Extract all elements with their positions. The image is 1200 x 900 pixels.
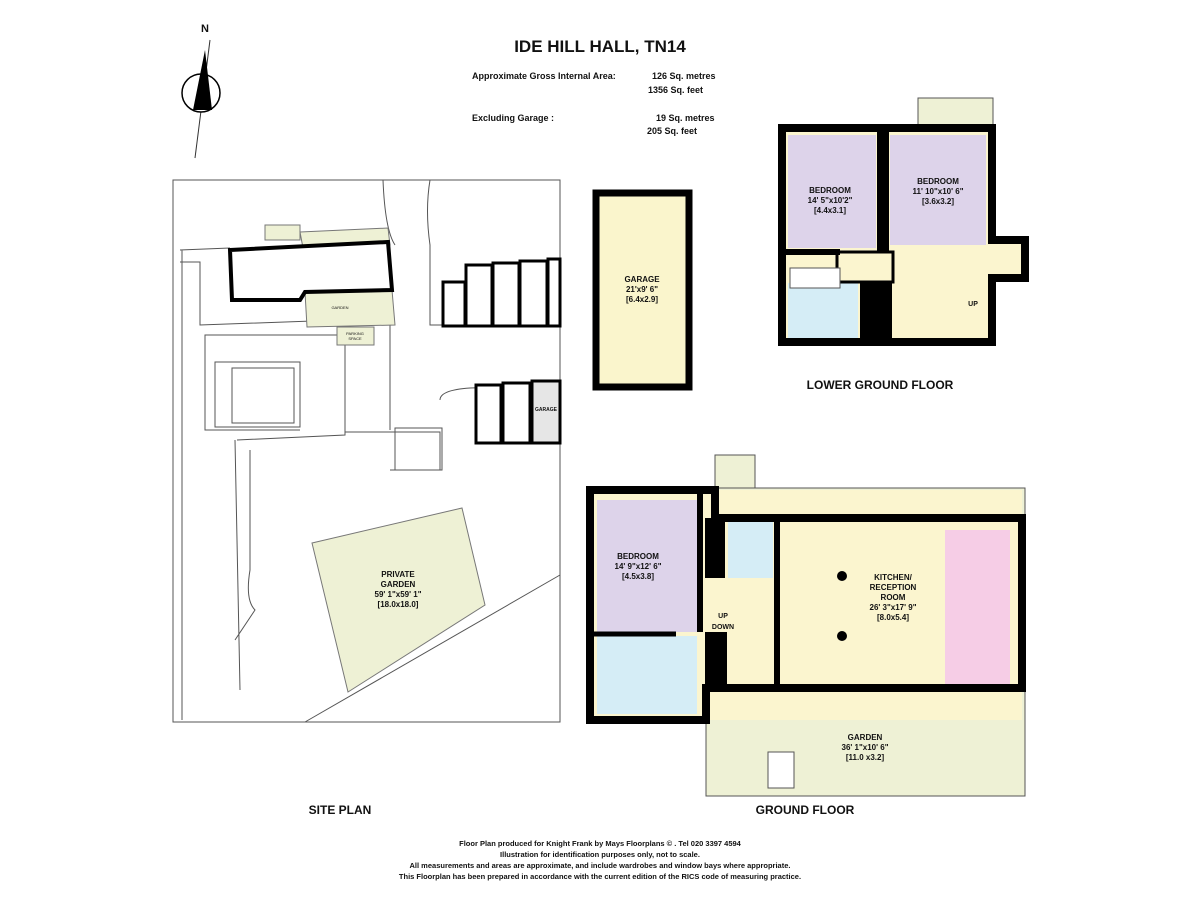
room-name: BEDROOM: [617, 552, 659, 561]
room-imperial: 14' 5"x10'2": [807, 196, 853, 205]
compass-north-label: N: [201, 23, 209, 35]
north-arrow-icon: [181, 39, 221, 159]
lg-stair-up-label: UP: [968, 301, 978, 308]
room-imperial: 11' 10"x10' 6": [912, 187, 964, 196]
garage-name: GARAGE: [624, 275, 660, 284]
g-stair-down-label: DOWN: [711, 624, 735, 631]
room-metric: [3.6x3.2]: [921, 197, 955, 206]
page-title: IDE HILL HALL, TN14: [514, 37, 686, 56]
lower-ground-floor-label: LOWER GROUND FLOOR: [806, 378, 954, 392]
excluding-metres: 19 Sq. metres: [656, 113, 715, 123]
footer-line: Illustration for identification purposes…: [500, 850, 700, 859]
footer-line: This Floorplan has been prepared in acco…: [398, 872, 802, 881]
room-metric: [11.0 x3.2]: [845, 753, 885, 762]
site-building-outline: [227, 239, 395, 302]
room-name: GARDEN: [847, 733, 883, 742]
garage-metric: [6.4x2.9]: [625, 295, 659, 304]
lg-bedroom-1-label: BEDROOM 14' 5"x10'2" [4.4x3.1]: [808, 186, 853, 216]
site-garden-label: GARDEN: [331, 305, 349, 310]
site-plan-label: SITE PLAN: [308, 803, 372, 817]
footer-disclaimer: Floor Plan produced for Knight Frank by …: [0, 838, 1200, 882]
site-garages: [441, 257, 562, 445]
room-imperial: 26' 3"x17' 9": [869, 603, 917, 612]
room-metric: [4.4x3.1]: [813, 206, 847, 215]
garage-room-label: GARAGE 21'x9' 6" [6.4x2.9]: [624, 275, 659, 305]
garage-imperial: 21'x9' 6": [625, 285, 659, 294]
ground-floor-label: GROUND FLOOR: [755, 803, 855, 817]
excluding-feet: 205 Sq. feet: [647, 126, 698, 136]
g-stair-up-label: UP: [718, 613, 728, 620]
gross-area-feet: 1356 Sq. feet: [648, 85, 704, 95]
room-imperial: 36' 1"x10' 6": [841, 743, 889, 752]
private-garden-area: [311, 507, 486, 693]
ground-floor-plan: [586, 454, 1026, 797]
gross-area-metres: 126 Sq. metres: [652, 71, 716, 81]
room-name: BEDROOM: [809, 186, 851, 195]
g-garden-label: GARDEN 36' 1"x10' 6" [11.0 x3.2]: [842, 733, 889, 763]
private-garden-label: PRIVATE GARDEN 59' 1"x59' 1" [18.0x18.0]: [375, 570, 422, 610]
site-garage-label: GARAGE: [535, 407, 557, 413]
footer-line: All measurements and areas are approxima…: [409, 861, 791, 870]
room-metric: [8.0x5.4]: [876, 613, 910, 622]
room-metric: [4.5x3.8]: [621, 572, 655, 581]
lg-bedroom-2-label: BEDROOM 11' 10"x10' 6" [3.6x3.2]: [913, 177, 964, 207]
private-garden-metric: [18.0x18.0]: [377, 600, 419, 609]
site-plan: [172, 179, 561, 723]
gross-area-label: Approximate Gross Internal Area:: [472, 71, 616, 81]
lower-ground-floor-plan: [778, 97, 1029, 346]
g-bedroom-label: BEDROOM 14' 9"x12' 6" [4.5x3.8]: [615, 552, 662, 582]
room-name: BEDROOM: [917, 177, 959, 186]
room-imperial: 14' 9"x12' 6": [614, 562, 662, 571]
private-garden-imperial: 59' 1"x59' 1": [374, 590, 422, 599]
room-name: KITCHEN/ RECEPTION ROOM: [869, 573, 917, 602]
private-garden-name: PRIVATE GARDEN: [380, 570, 416, 589]
garage-plan: [592, 189, 693, 391]
excluding-label: Excluding Garage :: [472, 113, 555, 123]
site-parking-label: PARKING SPACE: [346, 331, 364, 341]
footer-line: Floor Plan produced for Knight Frank by …: [459, 839, 741, 848]
kitchen-reception-label: KITCHEN/ RECEPTION ROOM 26' 3"x17' 9" [8…: [868, 573, 918, 623]
